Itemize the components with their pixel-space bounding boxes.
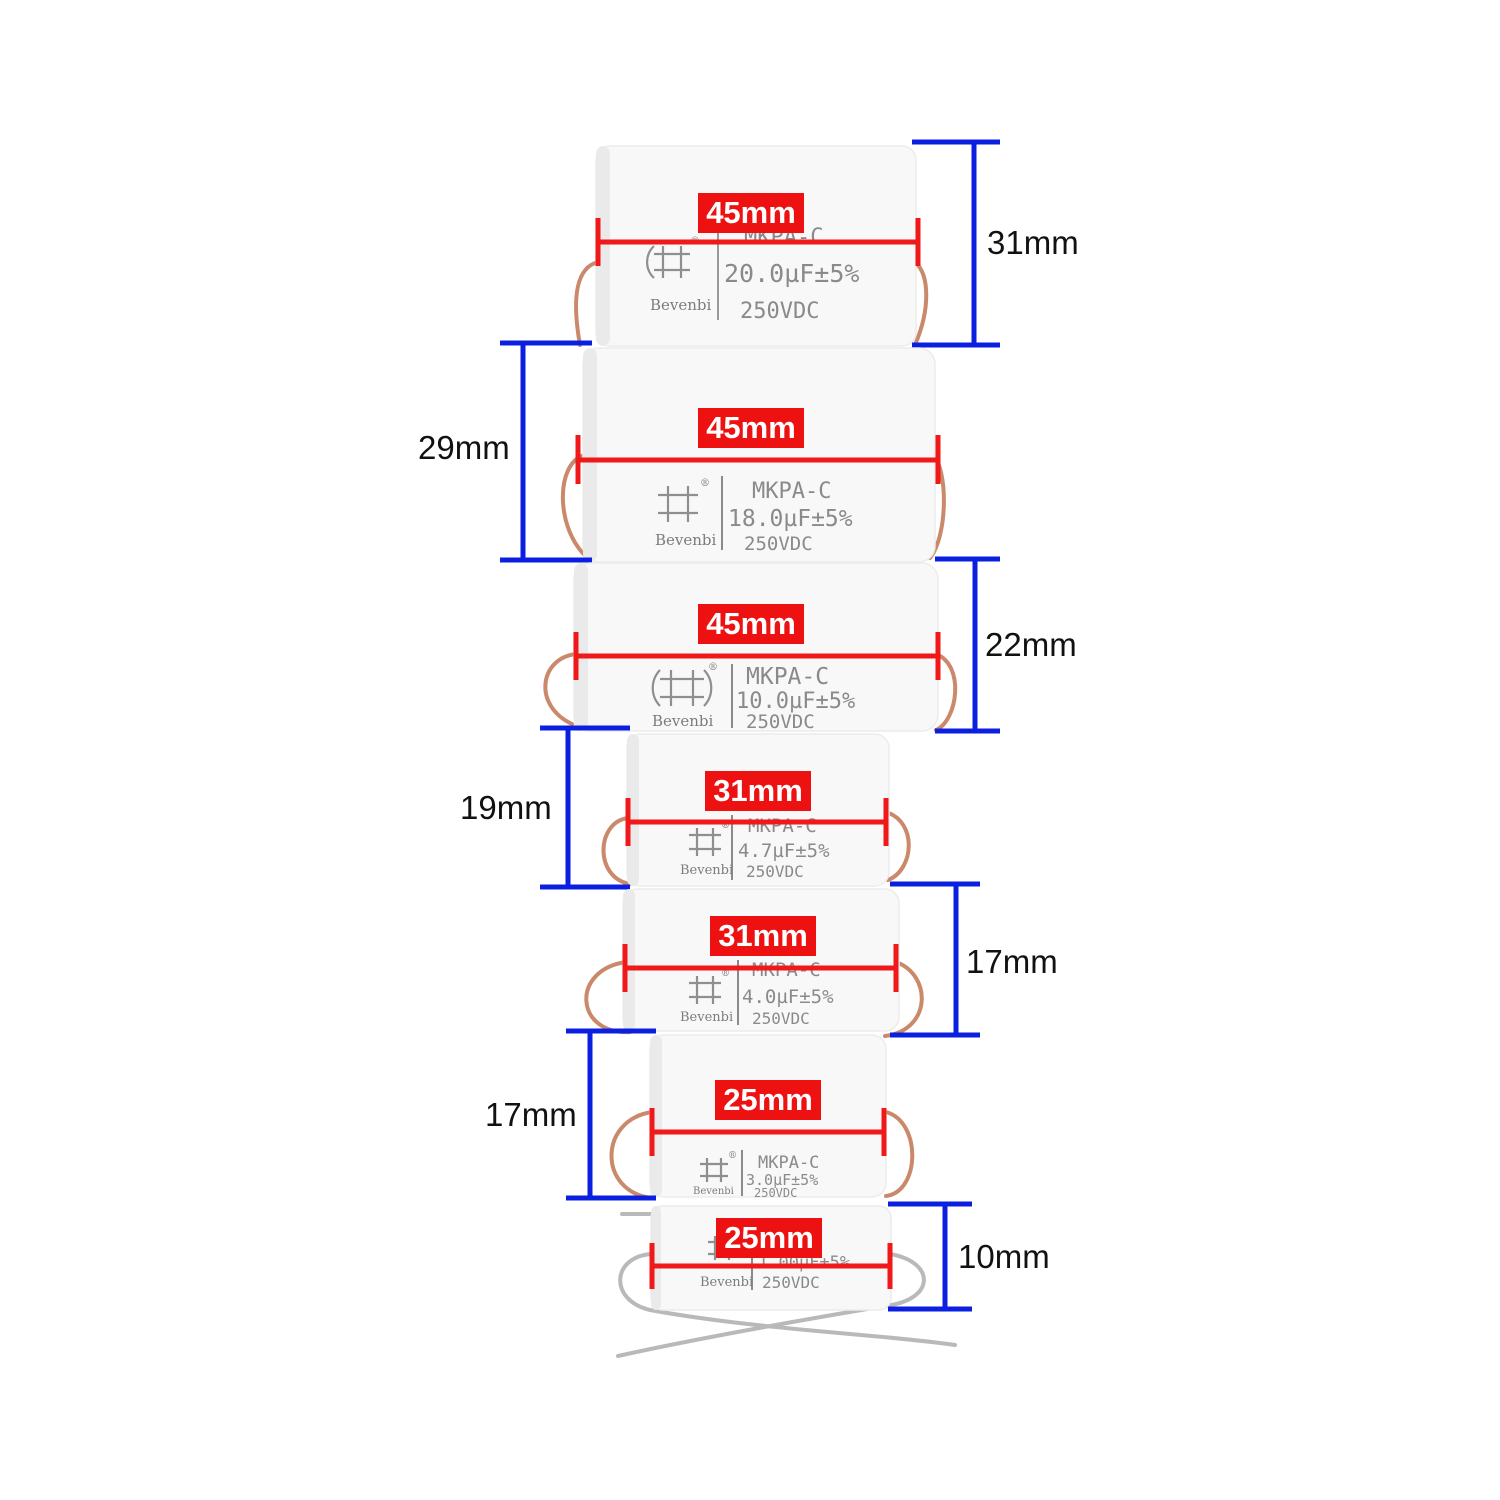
capacitor-3-right-lead [934,652,958,732]
capacitor-3-series: MKPA-C [746,664,829,690]
capacitor-1-capacitance: 20.0µF±5% [724,259,859,288]
capacitor-3-length-label: 45mm [706,606,796,641]
capacitor-4-left-lead [601,816,632,886]
capacitor-2: ® MKPA-C 18.0µF±5% 250VDC Bevenbi 45mm 2… [418,340,946,563]
capacitor-5-capacitance: 4.0µF±5% [742,986,834,1008]
capacitor-7-diameter-label: 10mm [958,1238,1050,1275]
capacitor-4-right-lead [884,810,911,882]
capacitor-1: ® MKPA-C 20.0µF±5% 250VDC Bevenbi 45mm 3… [574,139,1079,348]
bevenbi-logo-icon: ® [689,969,730,1004]
capacitor-2-brand: Bevenbi [655,531,717,549]
capacitor-3-capacitance: 10.0µF±5% [736,689,855,714]
capacitor-4-capacitance: 4.7µF±5% [738,840,830,862]
capacitor-6-right-lead [884,1110,915,1198]
capacitor-2-series: MKPA-C [752,479,831,504]
capacitor-1-diameter-label: 31mm [987,224,1079,261]
capacitor-6-length-dimension: 25mm [649,1080,887,1156]
capacitor-6-capacitance: 3.0µF±5% [746,1171,818,1189]
capacitor-7-length-dimension: 25mm [649,1218,893,1289]
capacitor-7-voltage: 250VDC [762,1273,820,1292]
capacitor-6: ® MKPA-C 3.0µF±5% 250VDC Bevenbi 25mm 17… [485,1028,915,1216]
capacitor-4-series: MKPA-C [748,815,817,837]
capacitor-5-diameter-dimension: 17mm [890,881,1058,1038]
bevenbi-logo-icon: ® [651,662,718,707]
capacitor-4-brand: Bevenbi [680,863,733,878]
capacitor-3-diameter-dimension: 22mm [935,556,1077,734]
capacitor-1-brand: Bevenbi [650,296,712,314]
registered-mark-icon: ® [700,478,710,489]
capacitor-5: ® MKPA-C 4.0µF±5% 250VDC Bevenbi 31mm 17… [584,881,1058,1038]
capacitor-6-diameter-label: 17mm [485,1096,577,1133]
capacitor-7: 1.00µF±5% 250VDC Bevenbi 25mm 10mm [616,1201,1050,1358]
capacitor-2-diameter-label: 29mm [418,429,510,466]
capacitor-4-diameter-label: 19mm [460,789,552,826]
capacitor-4-length-dimension: 31mm [625,771,889,846]
registered-mark-icon: ® [721,969,730,979]
capacitor-1-length-dimension: 45mm [595,193,921,266]
capacitor-7-left-lead [618,1252,957,1347]
capacitor-3-diameter-label: 22mm [985,626,1077,663]
capacitor-1-length-label: 45mm [706,195,796,230]
capacitor-3-voltage: 250VDC [746,711,815,733]
capacitor-5-length-dimension: 31mm [622,916,899,992]
capacitor-5-right-lead [883,960,924,1038]
bevenbi-logo-icon: ® [658,478,710,522]
capacitor-6-diameter-dimension: 17mm [485,1028,656,1201]
capacitor-5-label: ® MKPA-C 4.0µF±5% 250VDC Bevenbi [680,959,834,1028]
bevenbi-logo-icon: ® [689,821,730,856]
capacitor-4: ® MKPA-C 4.7µF±5% 250VDC Bevenbi 31mm 19… [460,725,911,890]
capacitor-2-label: ® MKPA-C 18.0µF±5% 250VDC Bevenbi [655,476,853,555]
capacitor-7-length-label: 25mm [724,1220,814,1255]
capacitor-5-brand: Bevenbi [680,1010,733,1025]
capacitor-3-brand: Bevenbi [652,712,714,730]
capacitor-5-diameter-label: 17mm [966,943,1058,980]
capacitor-6-voltage: 250VDC [754,1186,797,1200]
capacitor-6-length-label: 25mm [723,1082,813,1117]
registered-mark-icon: ® [728,1151,737,1161]
registered-mark-icon: ® [721,821,730,831]
capacitor-6-left-lead [609,1110,654,1200]
capacitor-2-capacitance: 18.0µF±5% [728,506,853,532]
capacitor-4-voltage: 250VDC [746,862,804,881]
capacitor-1-right-lead [913,260,929,347]
registered-mark-icon: ® [708,662,718,673]
capacitor-3-left-lead [543,652,578,726]
capacitor-7-brand: Bevenbi [700,1275,753,1290]
capacitor-7-diameter-dimension: 10mm [888,1201,1050,1312]
capacitor-3-label: ® MKPA-C 10.0µF±5% 250VDC Bevenbi [651,662,855,733]
capacitor-4-length-label: 31mm [713,773,803,808]
capacitor-1-label: ® MKPA-C 20.0µF±5% 250VDC Bevenbi [646,225,859,324]
capacitor-2-diameter-dimension: 29mm [418,340,592,563]
capacitor-6-brand: Bevenbi [693,1186,734,1197]
capacitor-3-length-dimension: 45mm [573,604,941,680]
capacitor-1-voltage: 250VDC [740,299,819,324]
capacitor-5-length-label: 31mm [718,918,808,953]
capacitor-6-label: ® MKPA-C 3.0µF±5% 250VDC Bevenbi [693,1150,819,1200]
capacitor-4-diameter-dimension: 19mm [460,725,630,890]
capacitor-5-voltage: 250VDC [752,1009,810,1028]
capacitor-2-voltage: 250VDC [744,533,813,555]
capacitor-2-length-label: 45mm [706,410,796,445]
capacitor-1-left-lead [574,260,600,347]
capacitor-6-series: MKPA-C [758,1153,819,1173]
capacitor-1-diameter-dimension: 31mm [912,139,1079,348]
capacitor-2-length-dimension: 45mm [575,408,941,484]
bevenbi-logo-icon: ® [700,1151,737,1182]
capacitor-3: ® MKPA-C 10.0µF±5% 250VDC Bevenbi 45mm 2… [543,556,1077,734]
